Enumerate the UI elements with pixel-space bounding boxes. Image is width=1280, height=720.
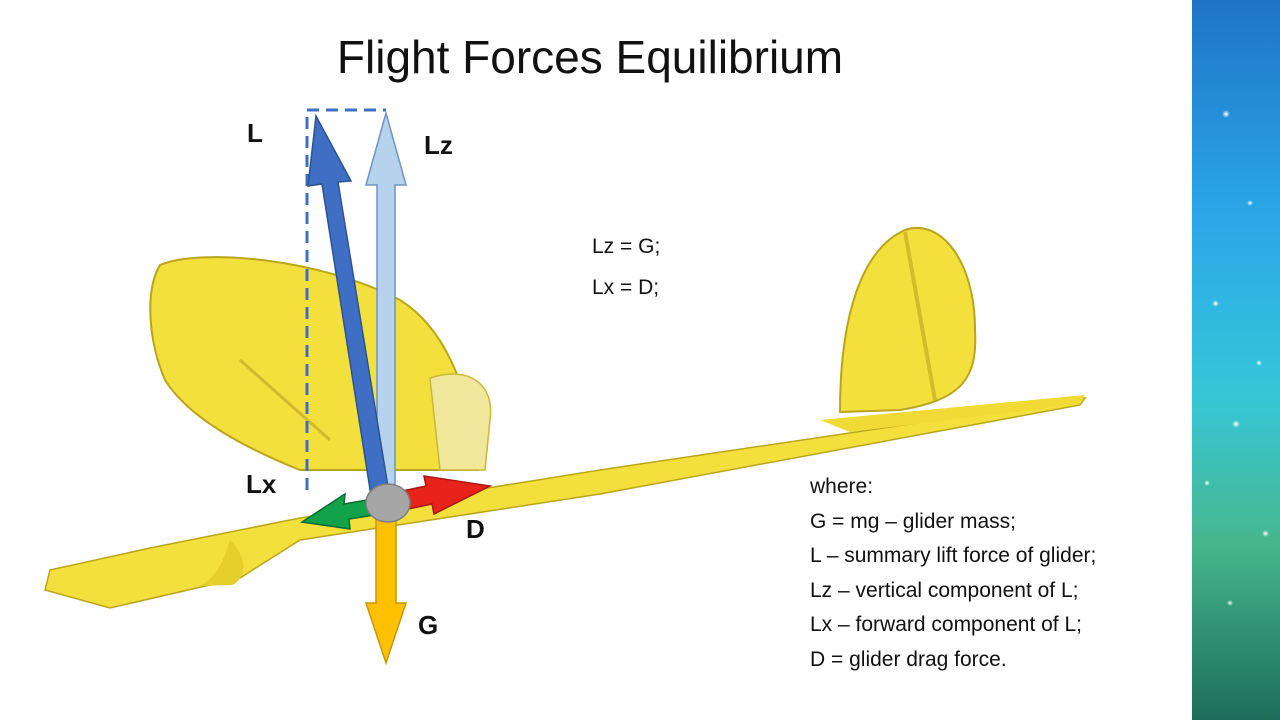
legend-item-lx: Lx – forward component of L; <box>810 613 1082 636</box>
decorative-fiber-strip <box>1192 0 1280 720</box>
glider-force-diagram <box>44 108 1087 666</box>
glider-illustration <box>44 227 1087 609</box>
legend: where: G = mg – glider mass; L – summary… <box>810 470 1096 677</box>
component-dashed-line <box>305 108 386 490</box>
equation-lz-g: Lz = G; <box>592 235 661 258</box>
legend-item-d: D = glider drag force. <box>810 647 1007 671</box>
lz-arrow <box>365 110 407 501</box>
legend-item-l: L – summary lift force of glider; <box>810 544 1097 567</box>
legend-item-g: G = mg – glider mass; <box>810 509 1016 533</box>
label-g: G <box>418 610 439 640</box>
legend-heading: where: <box>810 475 874 498</box>
legend-item-lz: Lz – vertical component of L; <box>810 578 1079 602</box>
label-lx: Lx <box>246 469 277 499</box>
label-d: D <box>466 514 485 544</box>
l-arrow <box>307 113 391 503</box>
label-lz: Lz <box>424 130 453 160</box>
slide-title: Flight Forces Equilibrium <box>336 31 844 83</box>
center-of-mass-circle <box>365 483 411 523</box>
equation-lx-d: Lx = D; <box>592 276 660 299</box>
label-l: L <box>247 118 263 148</box>
